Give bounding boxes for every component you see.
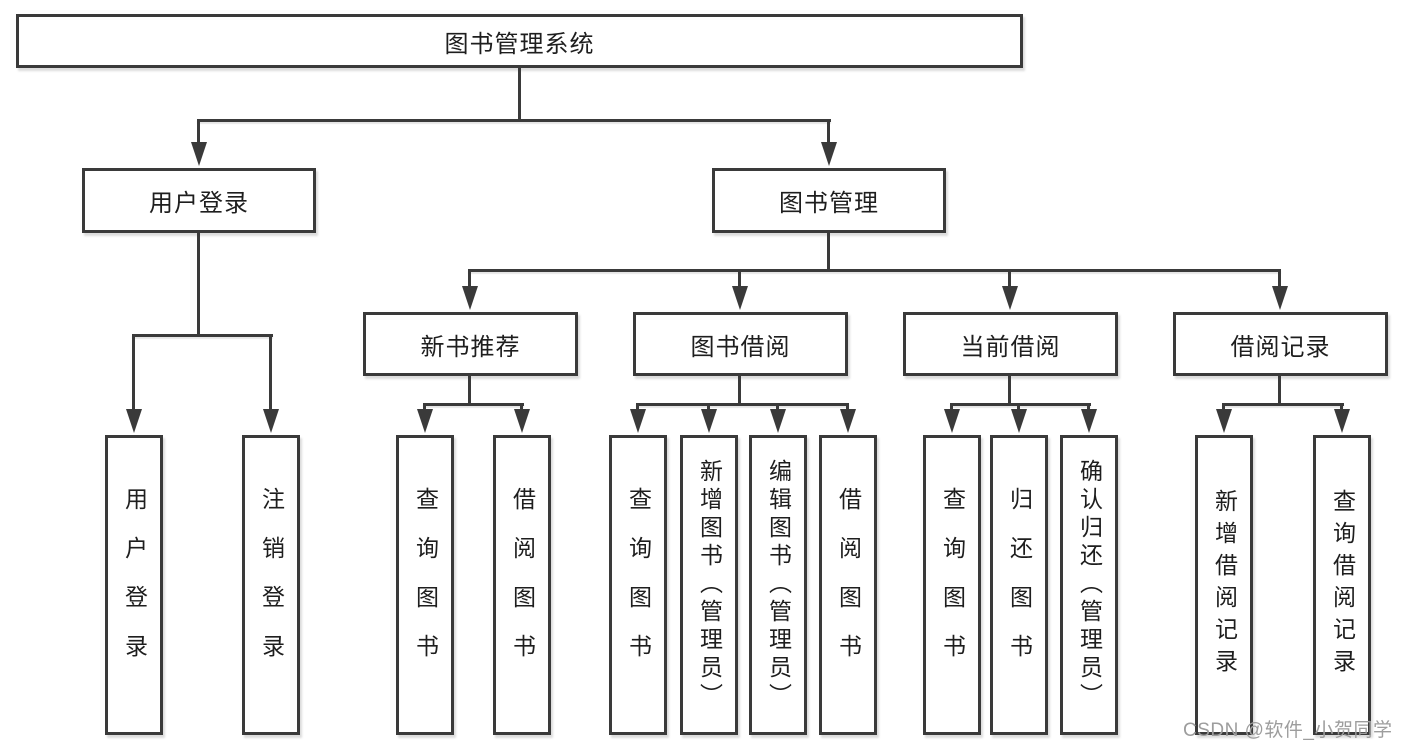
connector-drop-leaf (776, 403, 779, 414)
leaf-borrow-books-borrow: 借阅图书 (819, 435, 877, 735)
leaf-logout: 注销登录 (242, 435, 300, 735)
connector-drop-leaf (636, 403, 639, 414)
connector-drop-leaf (846, 403, 849, 414)
connector-drop-leaf-logout (269, 334, 272, 414)
leaf-borrow-books-recommend: 借阅图书 (493, 435, 551, 735)
node-new-book-recommend: 新书推荐 (363, 312, 578, 376)
arrowhead-down-icon (1011, 409, 1027, 433)
leaf-return-books: 归还图书 (990, 435, 1048, 735)
arrowhead-down-icon (732, 286, 748, 310)
arrowhead-down-icon (191, 142, 207, 166)
connector-user-login-rail (132, 334, 273, 337)
arrowhead-down-icon (263, 409, 279, 433)
leaf-add-book-admin: 新增图书（管理员） (680, 435, 738, 735)
connector-book-management-stem (827, 233, 830, 272)
connector-drop-user-login (197, 119, 200, 147)
connector-book-borrow-rail (636, 403, 849, 406)
connector-level2-rail (197, 119, 831, 122)
leaf-query-books-borrow: 查询图书 (609, 435, 667, 735)
leaf-query-books-borrow-label: 查询图书 (625, 487, 652, 683)
arrowhead-down-icon (770, 409, 786, 433)
connector-drop-leaf (707, 403, 710, 414)
node-current-borrow-label: 当前借阅 (960, 333, 1061, 361)
node-root-label: 图书管理系统 (444, 30, 595, 58)
arrowhead-down-icon (1081, 409, 1097, 433)
node-root: 图书管理系统 (16, 14, 1023, 68)
leaf-logout-label: 注销登录 (258, 487, 285, 683)
connector-drop-current-borrow (1008, 269, 1011, 289)
arrowhead-down-icon (417, 409, 433, 433)
leaf-query-borrow-record: 查询借阅记录 (1313, 435, 1371, 735)
connector-borrow-records-rail (1222, 403, 1344, 406)
node-book-borrow-label: 图书借阅 (690, 333, 791, 361)
connector-drop-leaf (423, 403, 426, 414)
connector-drop-leaf (1340, 403, 1343, 414)
connector-drop-borrow-records (1278, 269, 1281, 289)
arrowhead-down-icon (514, 409, 530, 433)
leaf-user-login: 用户登录 (105, 435, 163, 735)
arrowhead-down-icon (1272, 286, 1288, 310)
connector-borrow-records-stem (1278, 376, 1281, 406)
node-borrow-records-label: 借阅记录 (1230, 333, 1331, 361)
node-current-borrow: 当前借阅 (903, 312, 1118, 376)
arrowhead-down-icon (701, 409, 717, 433)
arrowhead-down-icon (944, 409, 960, 433)
connector-book-borrow-stem (738, 376, 741, 406)
leaf-edit-book-admin-label: 编辑图书（管理员） (765, 459, 792, 711)
leaf-query-books-recommend-label: 查询图书 (412, 487, 439, 683)
connector-drop-book-management (827, 119, 830, 147)
connector-level3-rail (468, 269, 1281, 272)
leaf-return-books-label: 归还图书 (1006, 487, 1033, 683)
leaf-edit-book-admin: 编辑图书（管理员） (749, 435, 807, 735)
connector-drop-leaf-user-login (132, 334, 135, 414)
arrowhead-down-icon (630, 409, 646, 433)
arrowhead-down-icon (1002, 286, 1018, 310)
node-book-management: 图书管理 (712, 168, 946, 233)
leaf-user-login-label: 用户登录 (121, 487, 148, 683)
leaf-query-books-current-label: 查询图书 (939, 487, 966, 683)
connector-drop-leaf (520, 403, 523, 414)
arrowhead-down-icon (1334, 409, 1350, 433)
node-book-management-label: 图书管理 (779, 190, 879, 217)
leaf-confirm-return-admin-label: 确认归还（管理员） (1076, 459, 1103, 711)
leaf-query-books-current: 查询图书 (923, 435, 981, 735)
connector-new-book-recommend-rail (423, 403, 524, 406)
leaf-add-book-admin-label: 新增图书（管理员） (696, 459, 723, 711)
node-borrow-records: 借阅记录 (1173, 312, 1388, 376)
leaf-query-books-recommend: 查询图书 (396, 435, 454, 735)
arrowhead-down-icon (840, 409, 856, 433)
connector-new-book-recommend-stem (468, 376, 471, 406)
arrowhead-down-icon (821, 142, 837, 166)
arrowhead-down-icon (126, 409, 142, 433)
leaf-borrow-books-recommend-label: 借阅图书 (509, 487, 536, 683)
leaf-query-borrow-record-label: 查询借阅记录 (1329, 489, 1356, 681)
connector-current-borrow-stem (1008, 376, 1011, 406)
leaf-add-borrow-record: 新增借阅记录 (1195, 435, 1253, 735)
connector-current-borrow-rail (950, 403, 1091, 406)
arrowhead-down-icon (1216, 409, 1232, 433)
connector-drop-leaf (1017, 403, 1020, 414)
connector-drop-leaf (950, 403, 953, 414)
node-new-book-recommend-label: 新书推荐 (420, 333, 521, 361)
connector-drop-leaf (1222, 403, 1225, 414)
connector-user-login-stem (197, 233, 200, 337)
node-book-borrow: 图书借阅 (633, 312, 848, 376)
watermark-text: CSDN @软件_小贺同学 (1183, 720, 1393, 741)
connector-drop-leaf (1087, 403, 1090, 414)
leaf-borrow-books-borrow-label: 借阅图书 (835, 487, 862, 683)
node-user-login-label: 用户登录 (149, 190, 249, 217)
connector-drop-new-book-recommend (468, 269, 471, 289)
node-user-login: 用户登录 (82, 168, 316, 233)
connector-root-stem (518, 68, 521, 122)
connector-drop-book-borrow (738, 269, 741, 289)
arrowhead-down-icon (462, 286, 478, 310)
leaf-add-borrow-record-label: 新增借阅记录 (1211, 489, 1238, 681)
leaf-confirm-return-admin: 确认归还（管理员） (1060, 435, 1118, 735)
